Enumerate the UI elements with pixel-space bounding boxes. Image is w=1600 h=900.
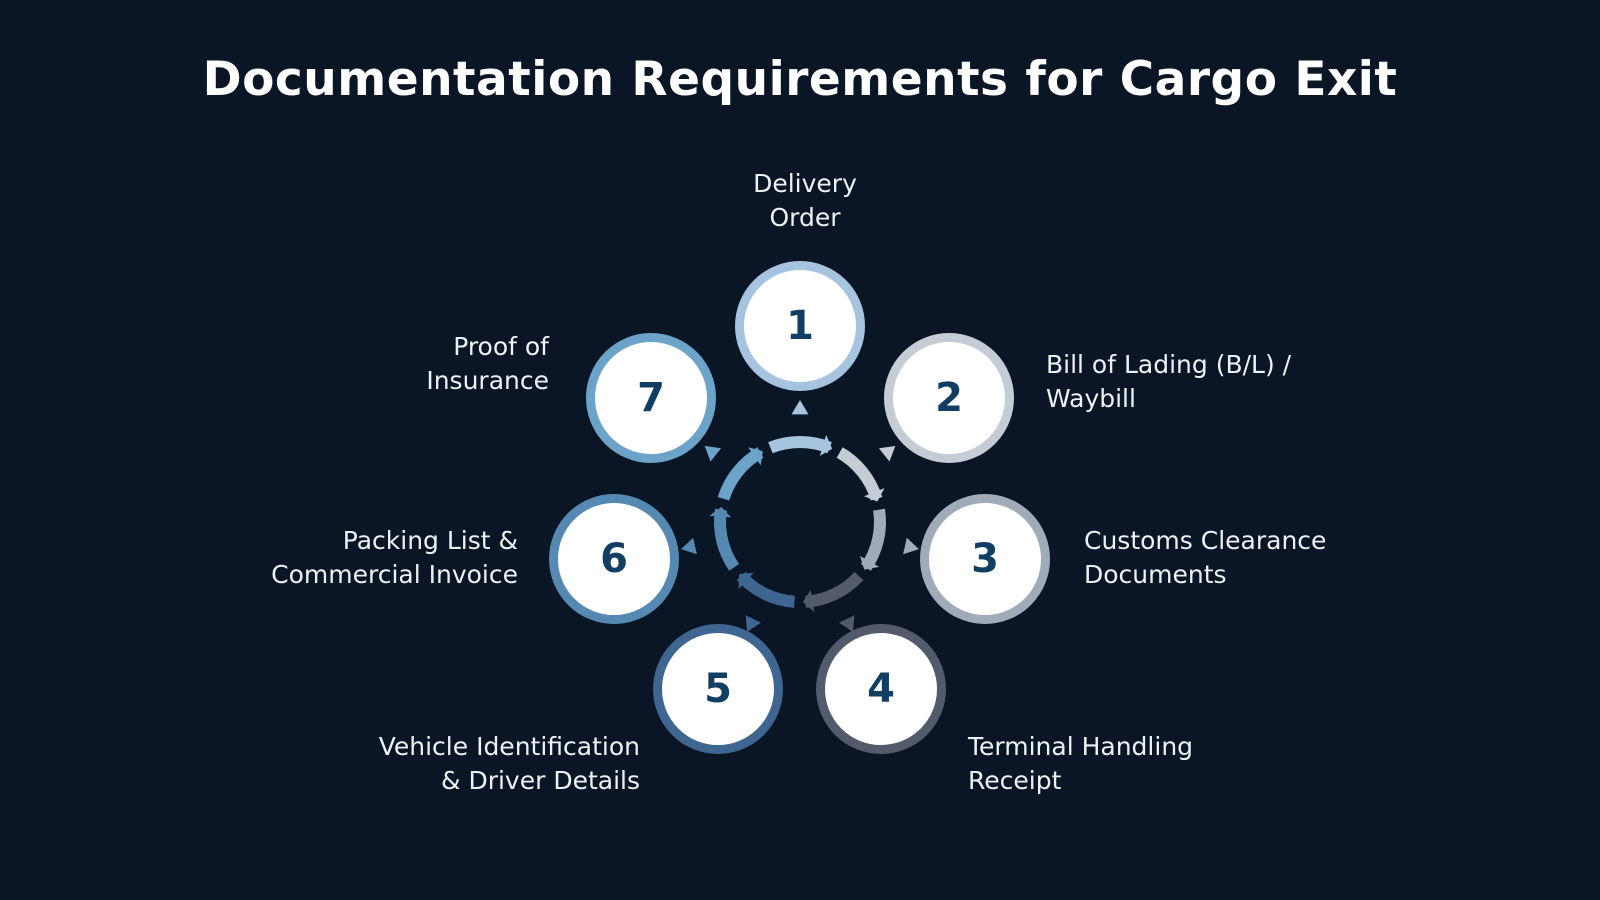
step-number-3: 3 — [971, 536, 999, 582]
cycle-arc-6 — [714, 508, 740, 571]
cycle-arrowhead-6 — [709, 506, 732, 518]
step-node-6: 6 — [549, 494, 679, 624]
step-label-4-line-2: Receipt — [968, 766, 1062, 795]
cycle-arc-5 — [736, 571, 796, 608]
step-label-6: Packing List & Commercial Invoice — [271, 524, 518, 592]
pointer-arrow-6 — [681, 537, 697, 555]
cycle-arrowhead-3 — [860, 556, 880, 570]
cycle-arrowhead-4 — [802, 590, 815, 612]
step-number-4: 4 — [867, 666, 895, 712]
step-label-5-line-2: & Driver Details — [441, 766, 640, 795]
step-label-4: Terminal Handling Receipt — [968, 730, 1193, 798]
step-node-7: 7 — [586, 333, 716, 463]
step-label-1: Delivery Order — [700, 167, 910, 235]
cycle-arc-2 — [836, 447, 883, 501]
step-node-3: 3 — [920, 494, 1050, 624]
cycle-arrowhead-7 — [748, 447, 763, 466]
pointer-arrow-7 — [704, 445, 722, 462]
step-label-7: Proof of Insurance — [426, 330, 549, 398]
step-label-2-line-1: Bill of Lading (B/L) / — [1046, 350, 1292, 379]
step-number-5: 5 — [704, 666, 732, 712]
step-label-2: Bill of Lading (B/L) / Waybill — [1046, 348, 1291, 416]
cycle-arc-4 — [804, 571, 864, 608]
step-label-5: Vehicle Identification & Driver Details — [379, 730, 640, 798]
step-label-2-line-2: Waybill — [1046, 384, 1136, 413]
step-number-2: 2 — [935, 375, 963, 421]
diagram-title: Documentation Requirements for Cargo Exi… — [202, 52, 1398, 107]
cycle-arrowhead-2 — [864, 488, 885, 502]
step-label-7-line-1: Proof of — [453, 332, 549, 361]
cycle-arc-1 — [768, 436, 832, 454]
step-number-6: 6 — [600, 536, 628, 582]
step-label-1-line-1: Delivery — [753, 169, 857, 198]
cycle-arc-7 — [717, 447, 764, 501]
step-node-4: 4 — [816, 624, 946, 754]
pointer-arrow-1 — [791, 400, 809, 415]
pointer-arrow-3 — [903, 537, 919, 555]
step-number-1: 1 — [786, 303, 814, 349]
pointer-arrow-2 — [878, 445, 896, 462]
step-label-5-line-1: Vehicle Identification — [378, 732, 640, 761]
step-label-3-line-1: Customs Clearance — [1084, 526, 1327, 555]
pointer-arrow-4 — [839, 615, 855, 632]
cycle-arrowhead-1 — [819, 434, 833, 456]
step-node-5: 5 — [653, 624, 783, 754]
step-node-1: 1 — [735, 261, 865, 391]
step-label-7-line-2: Insurance — [426, 366, 549, 395]
step-number-7: 7 — [637, 375, 665, 421]
step-label-1-line-2: Order — [769, 203, 841, 232]
step-label-3-line-2: Documents — [1084, 560, 1227, 589]
step-label-6-line-1: Packing List & — [342, 526, 518, 555]
step-label-4-line-1: Terminal Handling — [968, 732, 1194, 761]
cycle-arc-3 — [860, 508, 886, 571]
step-node-2: 2 — [884, 333, 1014, 463]
step-label-3: Customs Clearance Documents — [1084, 524, 1326, 592]
step-label-6-line-2: Commercial Invoice — [271, 560, 518, 589]
pointer-arrow-5 — [745, 615, 761, 632]
cycle-arrowhead-5 — [738, 572, 754, 590]
